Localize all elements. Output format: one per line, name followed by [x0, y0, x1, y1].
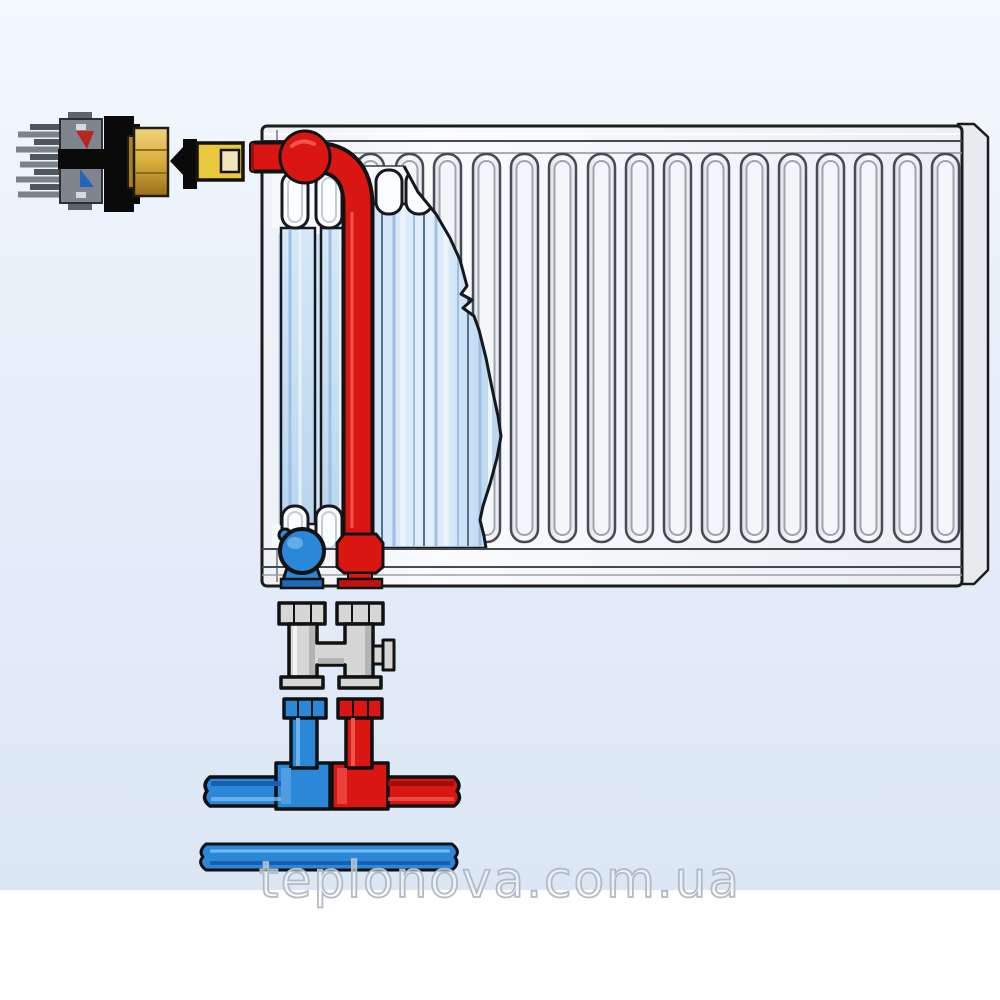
head-cold-indicator — [80, 169, 94, 187]
supply-union-bulge — [278, 129, 332, 185]
thermostatic-head-icon — [16, 112, 170, 212]
supply-bottom-valve — [335, 532, 385, 590]
return-pipe-icon — [199, 842, 459, 872]
background-footer — [0, 890, 1000, 1000]
head-brass-nut — [132, 126, 170, 198]
torn-edge — [402, 165, 503, 549]
head-ribbed-knob — [16, 124, 60, 198]
return-elbow-icon — [202, 697, 332, 811]
supply-elbow-icon — [330, 697, 462, 811]
head-hot-indicator — [76, 131, 94, 149]
valve-insert-icon — [170, 139, 245, 189]
watermark-text: teplonova.com.ua — [259, 851, 741, 909]
return-ball-valve-icon — [277, 527, 326, 590]
hot-supply-pipe-icon — [249, 129, 385, 590]
h-block-valve-icon — [277, 601, 396, 690]
